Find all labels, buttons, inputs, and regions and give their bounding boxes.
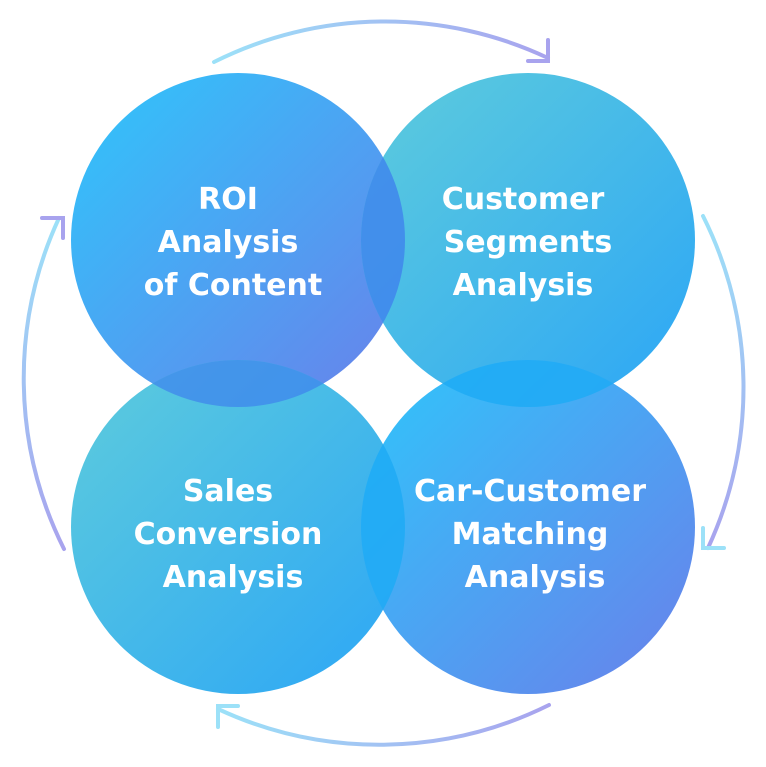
circle-sales [71, 360, 405, 694]
label-roi-line-2: Analysis [158, 225, 299, 260]
arrowhead-top-icon [526, 38, 550, 63]
arrowhead-bottom-icon [216, 704, 240, 729]
circle-matching [361, 360, 695, 694]
label-matching-line-3: Analysis [465, 560, 606, 595]
label-sales-line-1: Sales [183, 474, 273, 509]
cycle-arrow-top [212, 19, 550, 64]
arrowhead-right-icon [701, 526, 726, 550]
arrowhead-left-icon [40, 216, 65, 240]
label-sales-line-3: Analysis [163, 560, 304, 595]
label-matching-line-1: Car-Customer [414, 474, 646, 509]
cycle-arrow-bottom [216, 703, 551, 747]
label-roi-line-3: of Content [144, 268, 322, 303]
label-segments-line-3: Analysis [453, 268, 594, 303]
label-sales-line-2: Conversion [134, 517, 323, 552]
circles-group [71, 73, 695, 694]
label-matching-line-2: Matching [452, 517, 609, 552]
cycle-arrow-left [21, 216, 66, 551]
label-segments-line-1: Customer [442, 182, 605, 217]
circle-segments [361, 73, 695, 407]
label-segments-line-2: Segments [444, 225, 613, 260]
cycle-arrow-right [701, 214, 746, 550]
label-roi-line-1: ROI [198, 182, 258, 217]
cycle-ring [21, 19, 746, 747]
circle-roi [71, 73, 405, 407]
labels-group: ROI Analysis of Content Customer Segment… [134, 182, 647, 595]
